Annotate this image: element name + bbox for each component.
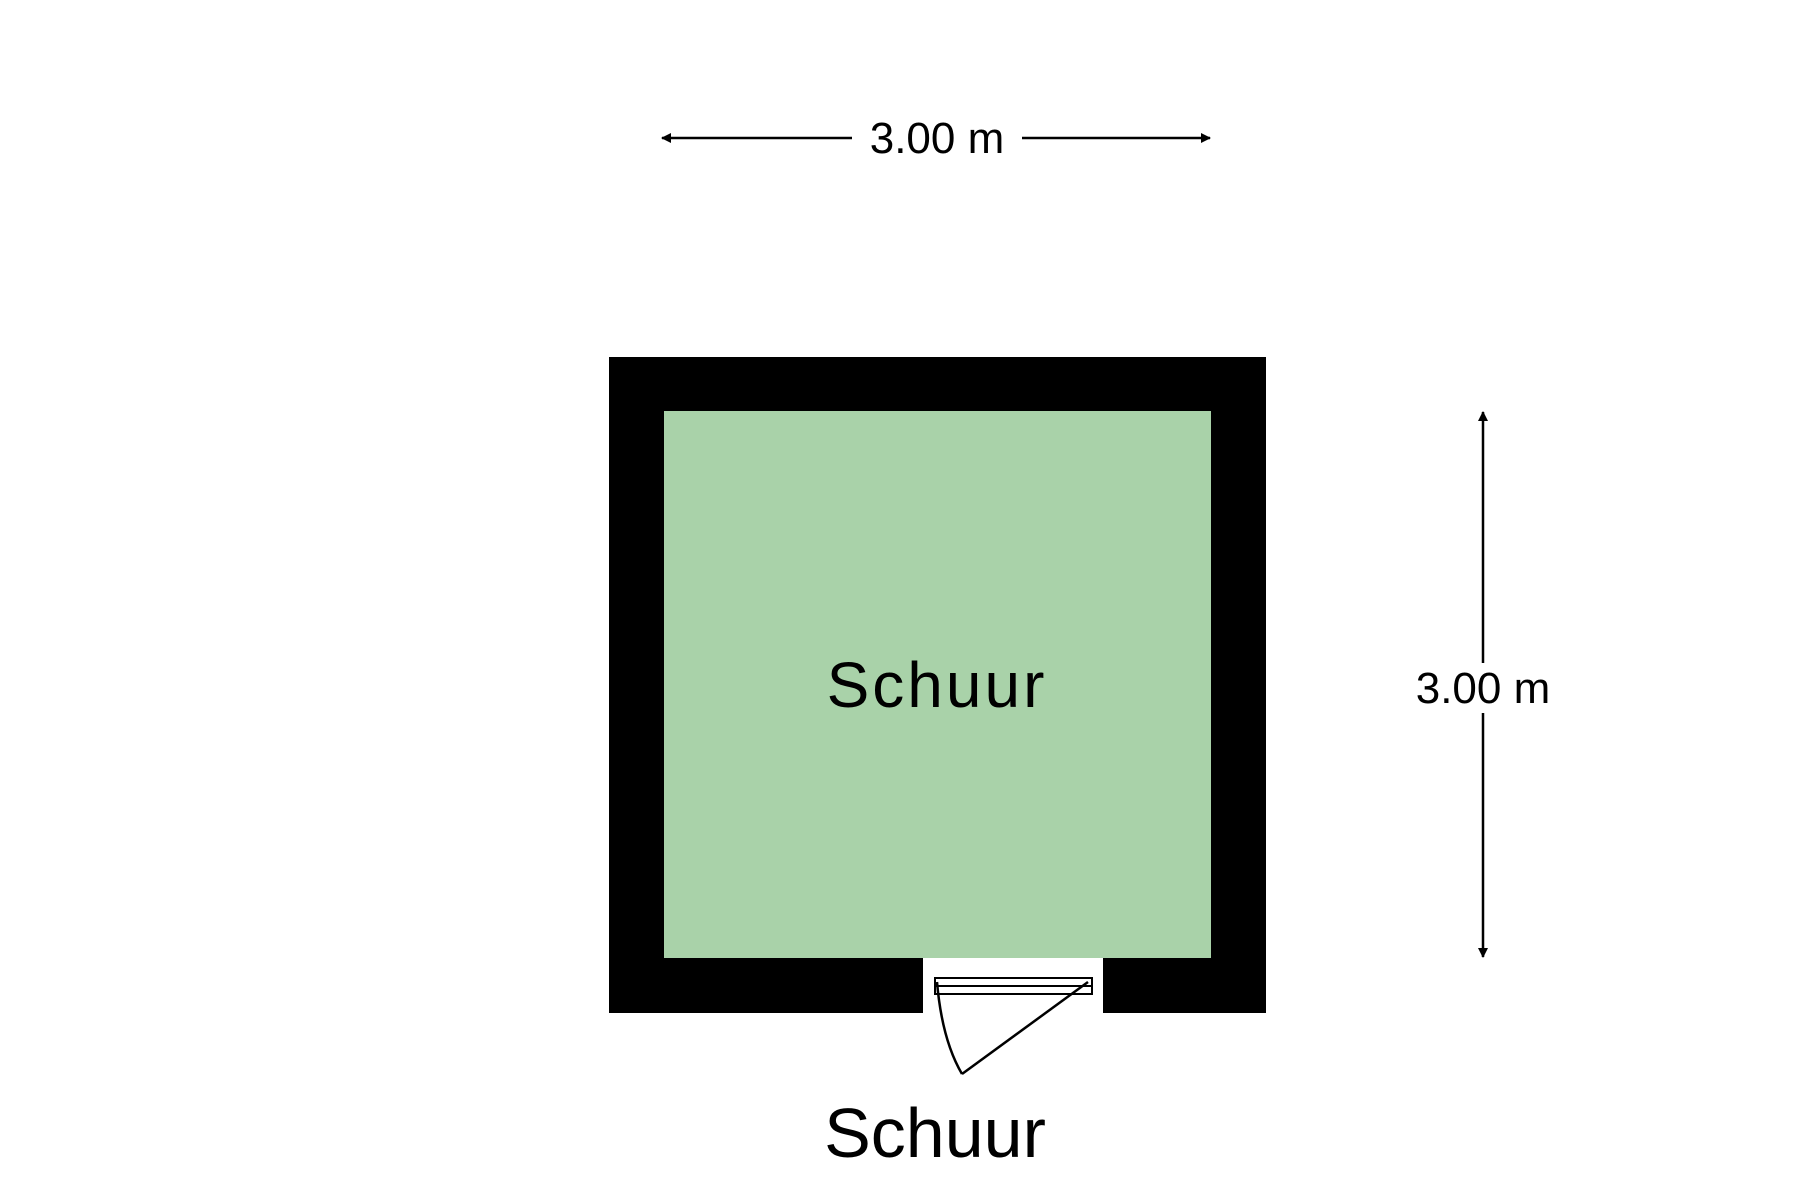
door-swing-arc	[935, 981, 964, 1075]
width-dimension: 3.00 m	[661, 114, 1211, 163]
shed-floor	[664, 411, 1211, 958]
width-dimension-label: 3.00 m	[870, 114, 1005, 163]
door-leaf	[961, 980, 1089, 1076]
floor-caption: Schuur	[824, 1094, 1046, 1172]
door	[923, 958, 1103, 1076]
room-label: Schuur	[827, 649, 1048, 721]
depth-dimension: 3.00 m	[1416, 411, 1551, 958]
depth-dimension-label: 3.00 m	[1416, 664, 1551, 713]
